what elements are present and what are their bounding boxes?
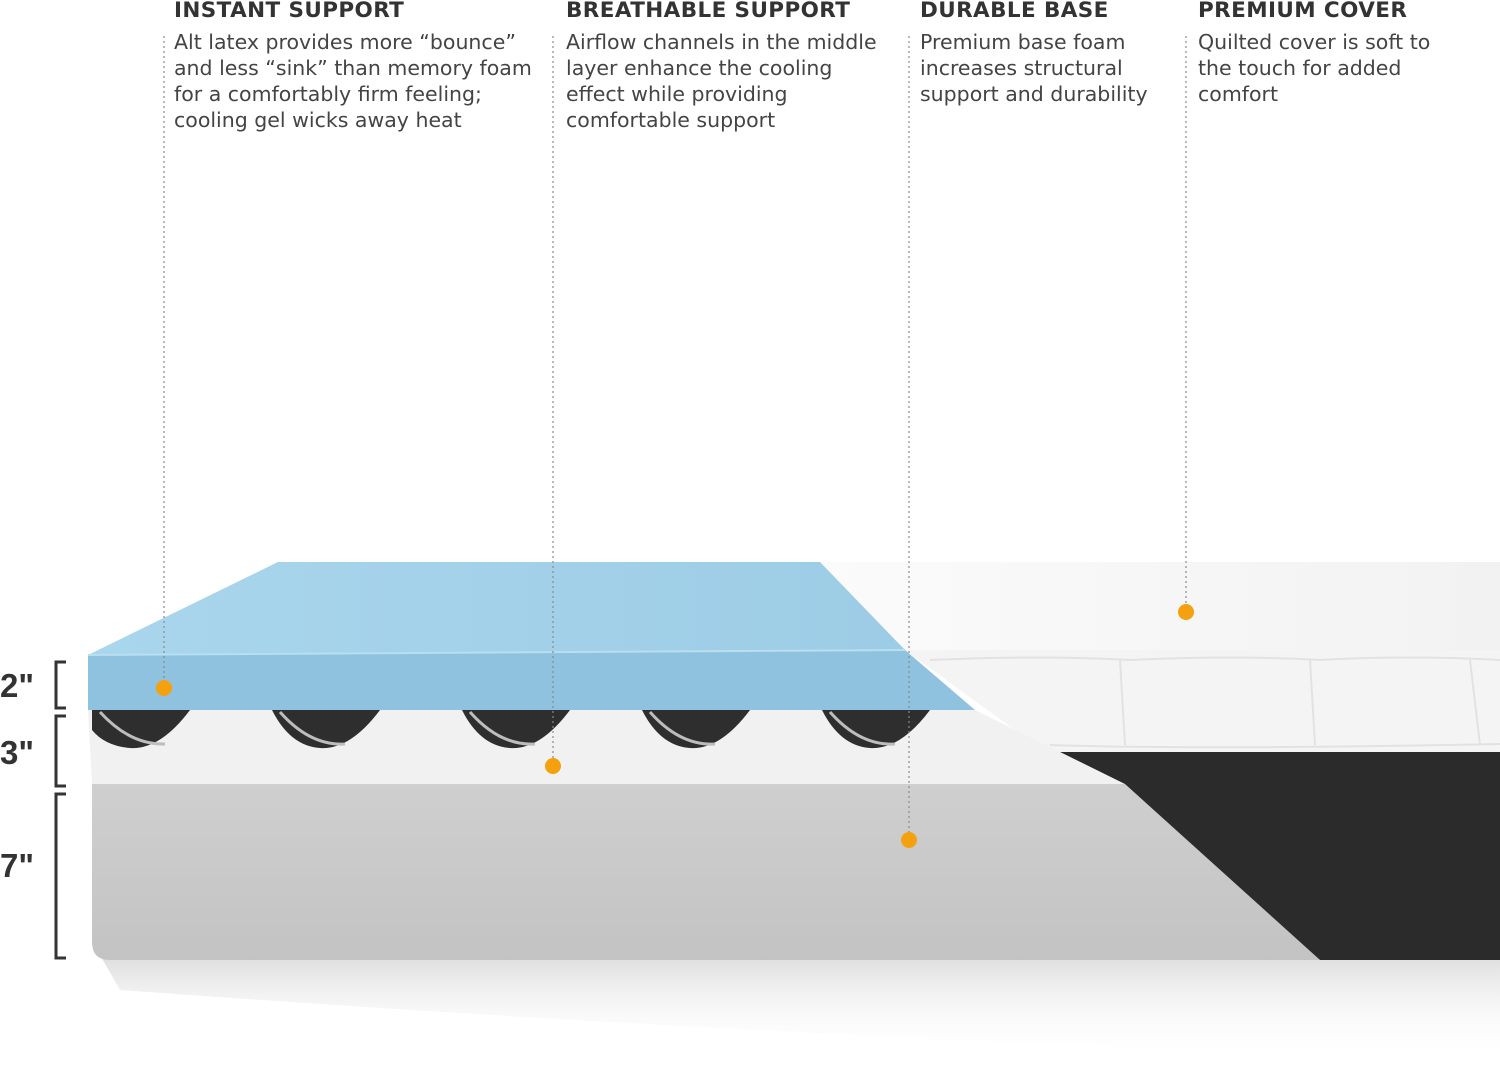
dimension-label-base: 7" <box>0 847 34 884</box>
callout-description: Alt latex provides more “bounce” and les… <box>174 29 532 133</box>
callout-line: comfortable support <box>566 108 776 132</box>
floor-shadow <box>100 955 1500 1060</box>
callout-line: Quilted cover is soft to <box>1198 30 1431 54</box>
cover-knit-side <box>1045 752 1500 960</box>
callout-line: and less “sink” than memory foam <box>174 56 532 80</box>
callout-line: cooling gel wicks away heat <box>174 108 462 132</box>
marker-dot-durable-base <box>901 832 917 848</box>
dimension-label-middle: 3" <box>0 734 34 771</box>
marker-dots <box>156 604 1194 848</box>
callout-line: for a comfortably firm feeling; <box>174 82 482 106</box>
callout-line: support and durability <box>920 82 1148 106</box>
cover-side-band <box>905 650 1500 752</box>
callout-line: the touch for added <box>1198 56 1402 80</box>
top-layer-side <box>88 650 975 710</box>
callout-title: PREMIUM COVER <box>1198 0 1408 23</box>
marker-dot-breathable-support <box>545 758 561 774</box>
callout-title: BREATHABLE SUPPORT <box>566 0 851 23</box>
callout-line: increases structural <box>920 56 1123 80</box>
marker-dot-premium-cover <box>1178 604 1194 620</box>
top-layer-surface <box>88 562 905 655</box>
callout-line: comfort <box>1198 82 1279 106</box>
airflow-channels <box>92 710 930 749</box>
dimension-label-top: 2" <box>0 667 34 704</box>
callout-description: Premium base foam increases structural s… <box>920 29 1148 107</box>
callout-title: DURABLE BASE <box>920 0 1109 23</box>
callout-title: INSTANT SUPPORT <box>174 0 405 23</box>
cover-quilt-lines <box>929 656 1500 749</box>
callout-line: layer enhance the cooling <box>566 56 833 80</box>
callout-line: effect while providing <box>566 82 788 106</box>
marker-dot-instant-support <box>156 680 172 696</box>
middle-layer <box>88 710 1125 784</box>
base-layer <box>92 784 1320 960</box>
dimension-brackets <box>54 660 66 960</box>
callout-line: Alt latex provides more “bounce” <box>174 30 516 54</box>
cover-top-surface <box>820 562 1500 650</box>
callout-description: Airflow channels in the middle layer enh… <box>566 29 877 133</box>
callout-line: Airflow channels in the middle <box>566 30 877 54</box>
callout-description: Quilted cover is soft to the touch for a… <box>1198 29 1430 107</box>
leader-lines <box>163 36 1187 840</box>
callout-line: Premium base foam <box>920 30 1126 54</box>
